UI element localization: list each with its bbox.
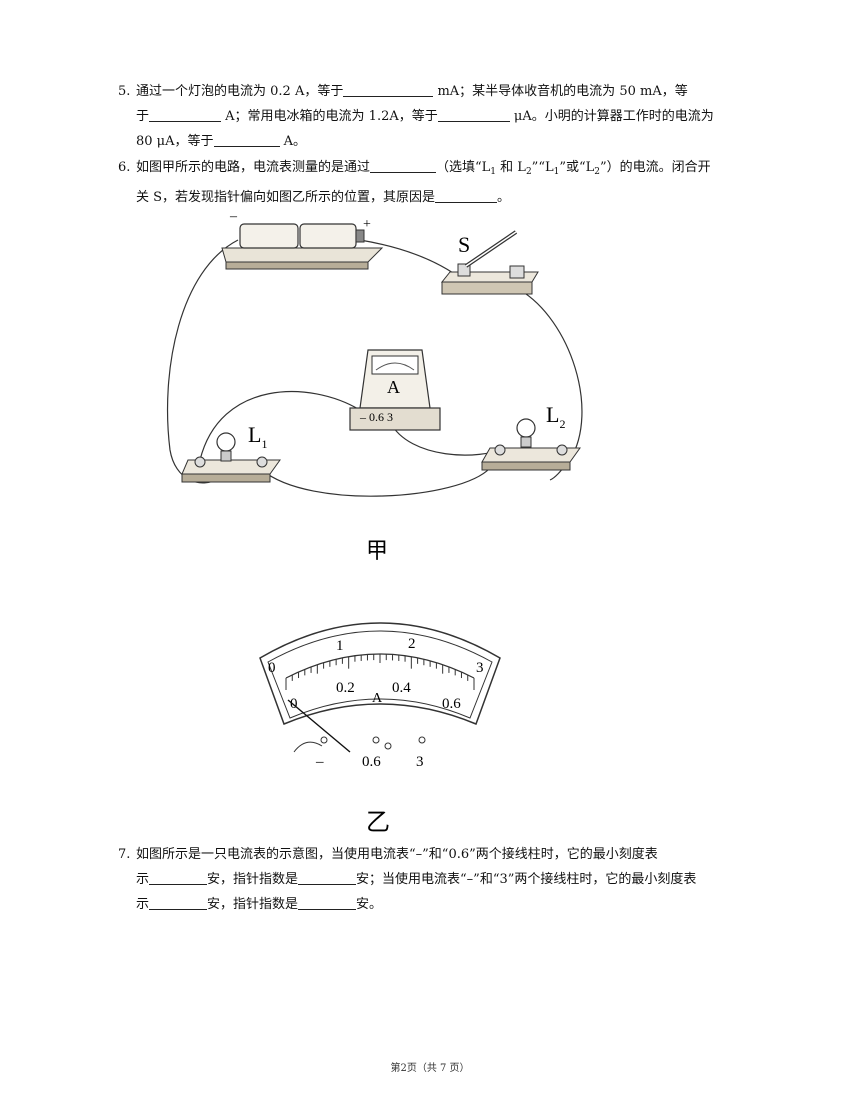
switch-s	[440, 230, 539, 295]
battery-minus-label: –	[229, 210, 238, 224]
q5-blank-2[interactable]	[149, 107, 222, 122]
top-tick-2: 2	[408, 636, 416, 652]
dial-inner-outline	[267, 630, 493, 719]
q5-line-3: 80 μA，等于 A。	[118, 129, 763, 154]
q6-sub-3: 1	[553, 167, 560, 177]
battery-cell-1	[239, 223, 299, 249]
q7-number: 7.	[118, 847, 131, 862]
q5-text-3: 于	[136, 109, 150, 124]
q7-blank-2[interactable]	[298, 870, 357, 885]
minus-terminal	[320, 736, 328, 744]
q5-text-7: A。	[283, 134, 307, 149]
bottom-tick-02: 0.2	[336, 680, 355, 696]
top-tick-1: 1	[336, 638, 344, 654]
q6-text-7: 关 S，若发现指针偏向如图乙所示的位置，其原因是	[136, 190, 436, 205]
bottom-tick-04: 0.4	[392, 680, 411, 696]
terminal-label-3: 3	[416, 754, 424, 770]
q7-text-3: 安，指针指数是	[207, 872, 299, 887]
q5-text-1: 通过一个灯泡的电流为 0.2 A，等于	[136, 84, 344, 99]
dial-outline	[259, 622, 501, 725]
circuit-figure: – + S A – 0.6 3 L1 L2 甲	[166, 210, 583, 563]
q7-text-2: 示	[136, 872, 150, 887]
figure-label-jia: 甲	[366, 538, 388, 563]
wire-switch-l2	[519, 289, 583, 481]
meter-dial-figure: 0 1 2 3 0 0.2 0.4 0.6 A – 0.6 3 乙	[259, 622, 501, 836]
switch-label: S	[458, 232, 470, 257]
lamp-l2	[481, 418, 581, 471]
bottom-tick-06: 0.6	[442, 696, 461, 712]
q5-blank-3[interactable]	[437, 107, 510, 122]
q5-blank-4[interactable]	[213, 132, 280, 147]
q6-line-2: 关 S，若发现指针偏向如图乙所示的位置，其原因是 。	[118, 185, 763, 210]
q5-text-4: A；常用电冰箱的电流为 1.2A，等于	[225, 109, 438, 124]
q7-blank-3[interactable]	[149, 895, 208, 910]
q5-line-1: 5. 通过一个灯泡的电流为 0.2 A，等于 mA；某半导体收音机的电流为 50 …	[118, 79, 763, 104]
q6-text-5: ”或“L	[559, 160, 595, 175]
q6-line-1: 6.如图甲所示的电路，电流表测量的是通过（选填“L1 和 L2”“L1”或“L2…	[118, 155, 763, 185]
q6-sub-1: 1	[490, 167, 497, 177]
battery-cell-2	[299, 223, 357, 249]
q6-blank-1[interactable]	[370, 158, 437, 173]
q6-text-2: （选填“L	[436, 160, 491, 175]
q6-sub-4: 2	[594, 167, 601, 177]
question-5: 5. 通过一个灯泡的电流为 0.2 A，等于 mA；某半导体收音机的电流为 50 …	[118, 79, 763, 154]
dial-unit: A	[372, 691, 383, 706]
q5-line-2: 于 A；常用电冰箱的电流为 1.2A，等于 μA。小明的计算器工作时的电流为	[118, 104, 763, 129]
wire-ammeter-l1	[199, 390, 361, 461]
page-footer: 第2页（共 7 页）	[390, 1063, 470, 1074]
q6-text-4: ”“L	[531, 160, 554, 175]
q7-text-5: 示	[136, 897, 150, 912]
q5-number: 5.	[118, 84, 131, 99]
question-7: 7. 如图所示是一只电流表的示意图，当使用电流表“–”和“0.6”两个接线柱时，它…	[118, 842, 763, 917]
lamp-l1-label: L1	[248, 422, 267, 451]
battery-holder	[221, 223, 384, 270]
terminal-label-06: 0.6	[362, 754, 381, 770]
figure-label-yi: 乙	[366, 810, 390, 836]
q5-blank-1[interactable]	[343, 82, 434, 97]
wire-battery-switch	[359, 239, 464, 281]
ammeter-device	[349, 349, 441, 431]
q7-blank-4[interactable]	[298, 895, 357, 910]
terminal-label-minus: –	[315, 754, 324, 770]
q6-text-1: 如图甲所示的电路，电流表测量的是通过	[136, 160, 371, 175]
lamp-l2-label: L2	[546, 402, 565, 431]
q7-blank-1[interactable]	[149, 870, 208, 885]
q7-line-2: 示 安，指针指数是 安；当使用电流表“–”和“3”两个接线柱时，它的最小刻度表	[118, 867, 763, 892]
q7-text-1: 如图所示是一只电流表的示意图，当使用电流表“–”和“0.6”两个接线柱时，它的最…	[136, 847, 658, 862]
question-6: 6.如图甲所示的电路，电流表测量的是通过（选填“L1 和 L2”“L1”或“L2…	[118, 155, 763, 210]
q6-number: 6.	[118, 160, 131, 175]
q7-text-4: 安；当使用电流表“–”和“3”两个接线柱时，它的最小刻度表	[356, 872, 697, 887]
meter-needle	[287, 699, 351, 753]
q5-text-5: μA。小明的计算器工作时的电流为	[513, 109, 714, 124]
q6-text-6: ”）的电流。闭合开	[600, 160, 711, 175]
q6-text-8: 。	[497, 190, 511, 205]
q7-line-1: 7. 如图所示是一只电流表的示意图，当使用电流表“–”和“0.6”两个接线柱时，它…	[118, 842, 763, 867]
q5-text-2: mA；某半导体收音机的电流为 50 mA，等	[437, 84, 688, 99]
q7-text-7: 安。	[356, 897, 383, 912]
q7-text-6: 安，指针指数是	[207, 897, 299, 912]
wire-l1-l2	[261, 467, 491, 497]
dial-ticks	[285, 654, 475, 690]
lamp-l1	[181, 432, 281, 483]
top-tick-3: 3	[476, 660, 484, 676]
terminal-3	[418, 736, 426, 744]
q5-text-6: 80 μA，等于	[136, 134, 214, 149]
q7-line-3: 示 安，指针指数是 安。	[118, 892, 763, 917]
ammeter-terminals: – 0.6 3	[359, 410, 393, 424]
ammeter-label: A	[387, 377, 400, 397]
terminal-06	[372, 736, 380, 744]
battery-plus-label: +	[363, 217, 371, 232]
q6-sub-2: 2	[525, 167, 532, 177]
q6-text-3: 和 L	[496, 160, 526, 175]
q6-blank-2[interactable]	[435, 188, 498, 203]
top-tick-0: 0	[268, 660, 276, 676]
